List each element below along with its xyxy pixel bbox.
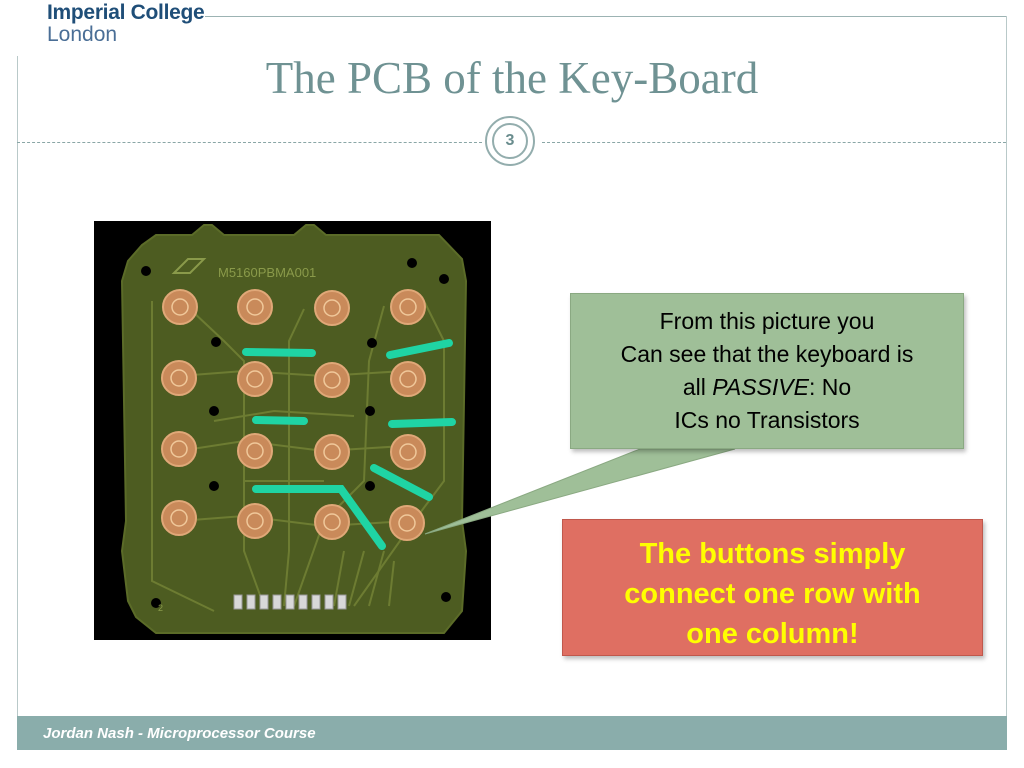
page-number: 3	[492, 123, 528, 159]
slide-footer: Jordan Nash - Microprocessor Course	[17, 716, 1007, 750]
logo-line-2: London	[47, 23, 118, 46]
callout-line-1: From this picture you	[659, 308, 875, 334]
callout-line-3-prefix: all	[682, 374, 713, 400]
highlight-line-1: The buttons simply	[639, 538, 906, 570]
passive-callout-box: From this picture you Can see that the k…	[570, 293, 964, 449]
callout-line-4: ICs no Transistors	[674, 407, 860, 433]
pcb-board	[120, 224, 468, 634]
pcb-manufacturer-logo	[171, 258, 207, 274]
buttons-explanation-text: The buttons simply connect one row with …	[563, 534, 982, 654]
callout-line-3-suffix: : No	[808, 374, 852, 400]
slide-frame-right	[1006, 16, 1007, 716]
buttons-explanation-box: The buttons simply connect one row with …	[562, 519, 983, 656]
pcb-illustration: M5160PBMA001 2	[120, 224, 468, 634]
title-divider-left	[17, 142, 482, 143]
callout-passive-emphasis: PASSIVE	[712, 374, 809, 400]
pcb-part-label: M5160PBMA001	[218, 265, 316, 280]
page-number-badge: 3	[485, 116, 535, 166]
pcb-jumper-traces	[242, 339, 456, 550]
pcb-photo: M5160PBMA001 2	[94, 221, 491, 640]
title-divider-right	[542, 142, 1006, 143]
highlight-line-2: connect one row with	[624, 578, 921, 610]
callout-line-2: Can see that the keyboard is	[620, 341, 914, 367]
slide-frame-top	[205, 16, 1006, 17]
slide-frame-left	[17, 56, 18, 716]
callout-line-3: all PASSIVE: No	[571, 371, 963, 404]
pcb-button-pads	[161, 289, 426, 541]
imperial-college-logo: Imperial College London	[47, 1, 205, 46]
pcb-holes	[141, 258, 451, 608]
passive-callout-text: From this picture you Can see that the k…	[571, 305, 963, 437]
footer-text: Jordan Nash - Microprocessor Course	[43, 725, 316, 742]
pcb-corner-label: 2	[158, 603, 163, 613]
slide-title: The PCB of the Key-Board	[265, 53, 759, 103]
logo-line-1: Imperial College	[47, 1, 205, 24]
highlight-line-3: one column!	[686, 618, 859, 650]
pcb-connector-pins	[233, 594, 347, 610]
